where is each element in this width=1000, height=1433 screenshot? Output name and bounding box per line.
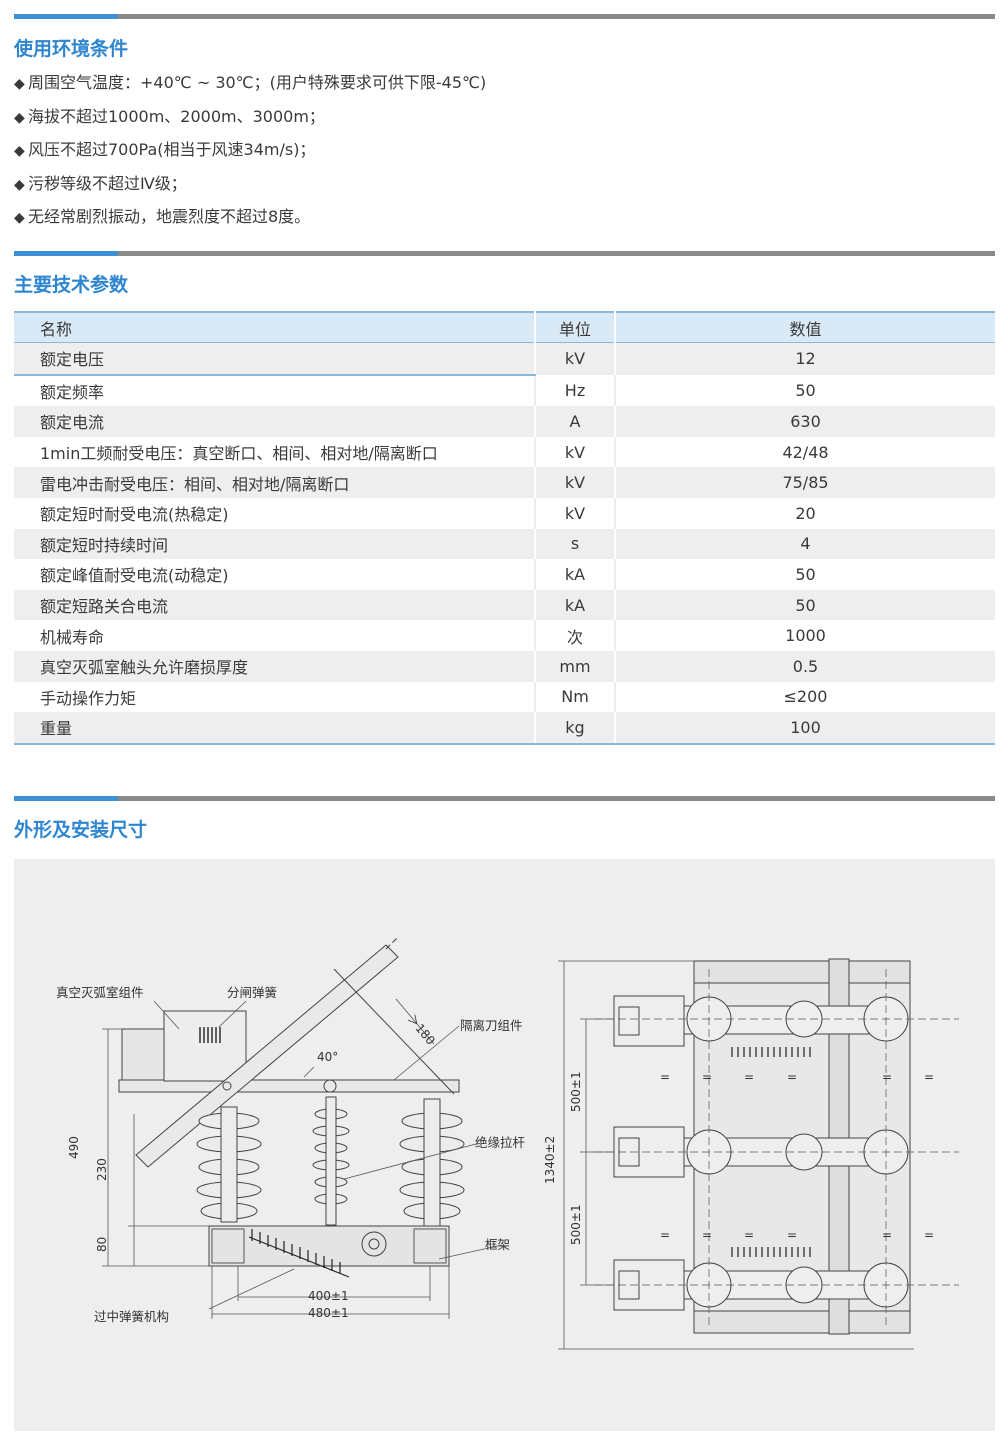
dimensions-title: 外形及安装尺寸 — [14, 819, 148, 841]
list-item: ◆周围空气温度：+40℃ ~ 30℃；(用户特殊要求可供下限-45℃) — [14, 66, 974, 100]
dim-490: 490 — [67, 1136, 81, 1159]
eq-mark: = — [744, 1070, 754, 1084]
dim-1340: 1340±2 — [543, 1136, 557, 1184]
dim-400: 400±1 — [308, 1289, 349, 1303]
eq-mark: = — [702, 1070, 712, 1084]
dim-500-upper: 500±1 — [569, 1071, 583, 1112]
table-header-row: 名称 单位 数值 — [14, 311, 995, 343]
eq-mark: = — [882, 1070, 892, 1084]
environment-title: 使用环境条件 — [14, 38, 129, 60]
environment-list: ◆周围空气温度：+40℃ ~ 30℃；(用户特殊要求可供下限-45℃) ◆海拔不… — [14, 66, 974, 234]
section-divider-dimensions — [14, 796, 995, 801]
dim-gt180: ＞180 — [405, 1012, 438, 1048]
list-item: ◆风压不超过700Pa(相当于风速34m/s)； — [14, 133, 974, 167]
drawing-svg: 真空灭弧室组件 分闸弹簧 隔离刀组件 绝缘拉杆 框架 过中弹簧机构 40° ＞1… — [56, 936, 959, 1350]
side-view: 真空灭弧室组件 分闸弹簧 隔离刀组件 绝缘拉杆 框架 过中弹簧机构 40° ＞1… — [56, 936, 526, 1324]
label-frame: 框架 — [485, 1237, 510, 1252]
dimension-drawing: 真空灭弧室组件 分闸弹簧 隔离刀组件 绝缘拉杆 框架 过中弹簧机构 40° ＞1… — [14, 859, 995, 1431]
eq-mark: = — [924, 1070, 934, 1084]
label-overcenter-spring: 过中弹簧机构 — [94, 1309, 169, 1324]
eq-mark: = — [882, 1228, 892, 1242]
eq-mark: = — [660, 1228, 670, 1242]
column-header-unit: 单位 — [535, 311, 616, 343]
column-header-value: 数值 — [615, 311, 995, 343]
diamond-bullet-icon: ◆ — [14, 176, 25, 193]
eq-mark: = — [787, 1070, 797, 1084]
section-divider-parameters — [14, 251, 995, 256]
eq-mark: = — [702, 1228, 712, 1242]
label-vacuum-interrupter: 真空灭弧室组件 — [56, 985, 144, 1000]
eq-mark: = — [744, 1228, 754, 1242]
diamond-bullet-icon: ◆ — [14, 143, 25, 160]
diamond-bullet-icon: ◆ — [14, 210, 25, 227]
eq-mark: = — [924, 1228, 934, 1242]
list-item: ◆海拔不超过1000m、2000m、3000m； — [14, 100, 974, 134]
dim-80: 80 — [95, 1237, 109, 1252]
list-item: ◆污秽等级不超过Ⅳ级； — [14, 167, 974, 201]
label-insulating-rod: 绝缘拉杆 — [475, 1135, 526, 1150]
dim-angle: 40° — [317, 1050, 338, 1064]
column-header-name: 名称 — [14, 311, 536, 343]
parameters-title: 主要技术参数 — [14, 274, 129, 296]
list-item: ◆无经常剧烈振动，地震烈度不超过8度。 — [14, 200, 974, 234]
section-divider-environment — [14, 14, 995, 19]
eq-mark: = — [660, 1070, 670, 1084]
dim-230: 230 — [95, 1158, 109, 1181]
diamond-bullet-icon: ◆ — [14, 76, 25, 92]
diamond-bullet-icon: ◆ — [14, 109, 25, 126]
dim-480: 480±1 — [308, 1306, 349, 1320]
label-opening-spring: 分闸弹簧 — [227, 985, 277, 1000]
label-isolating-blade: 隔离刀组件 — [460, 1018, 523, 1033]
eq-mark: = — [787, 1228, 797, 1242]
front-view: 1340±2 500±1 500±1 = = = = = = = = = = =… — [543, 958, 959, 1350]
dim-500-lower: 500±1 — [569, 1204, 583, 1245]
